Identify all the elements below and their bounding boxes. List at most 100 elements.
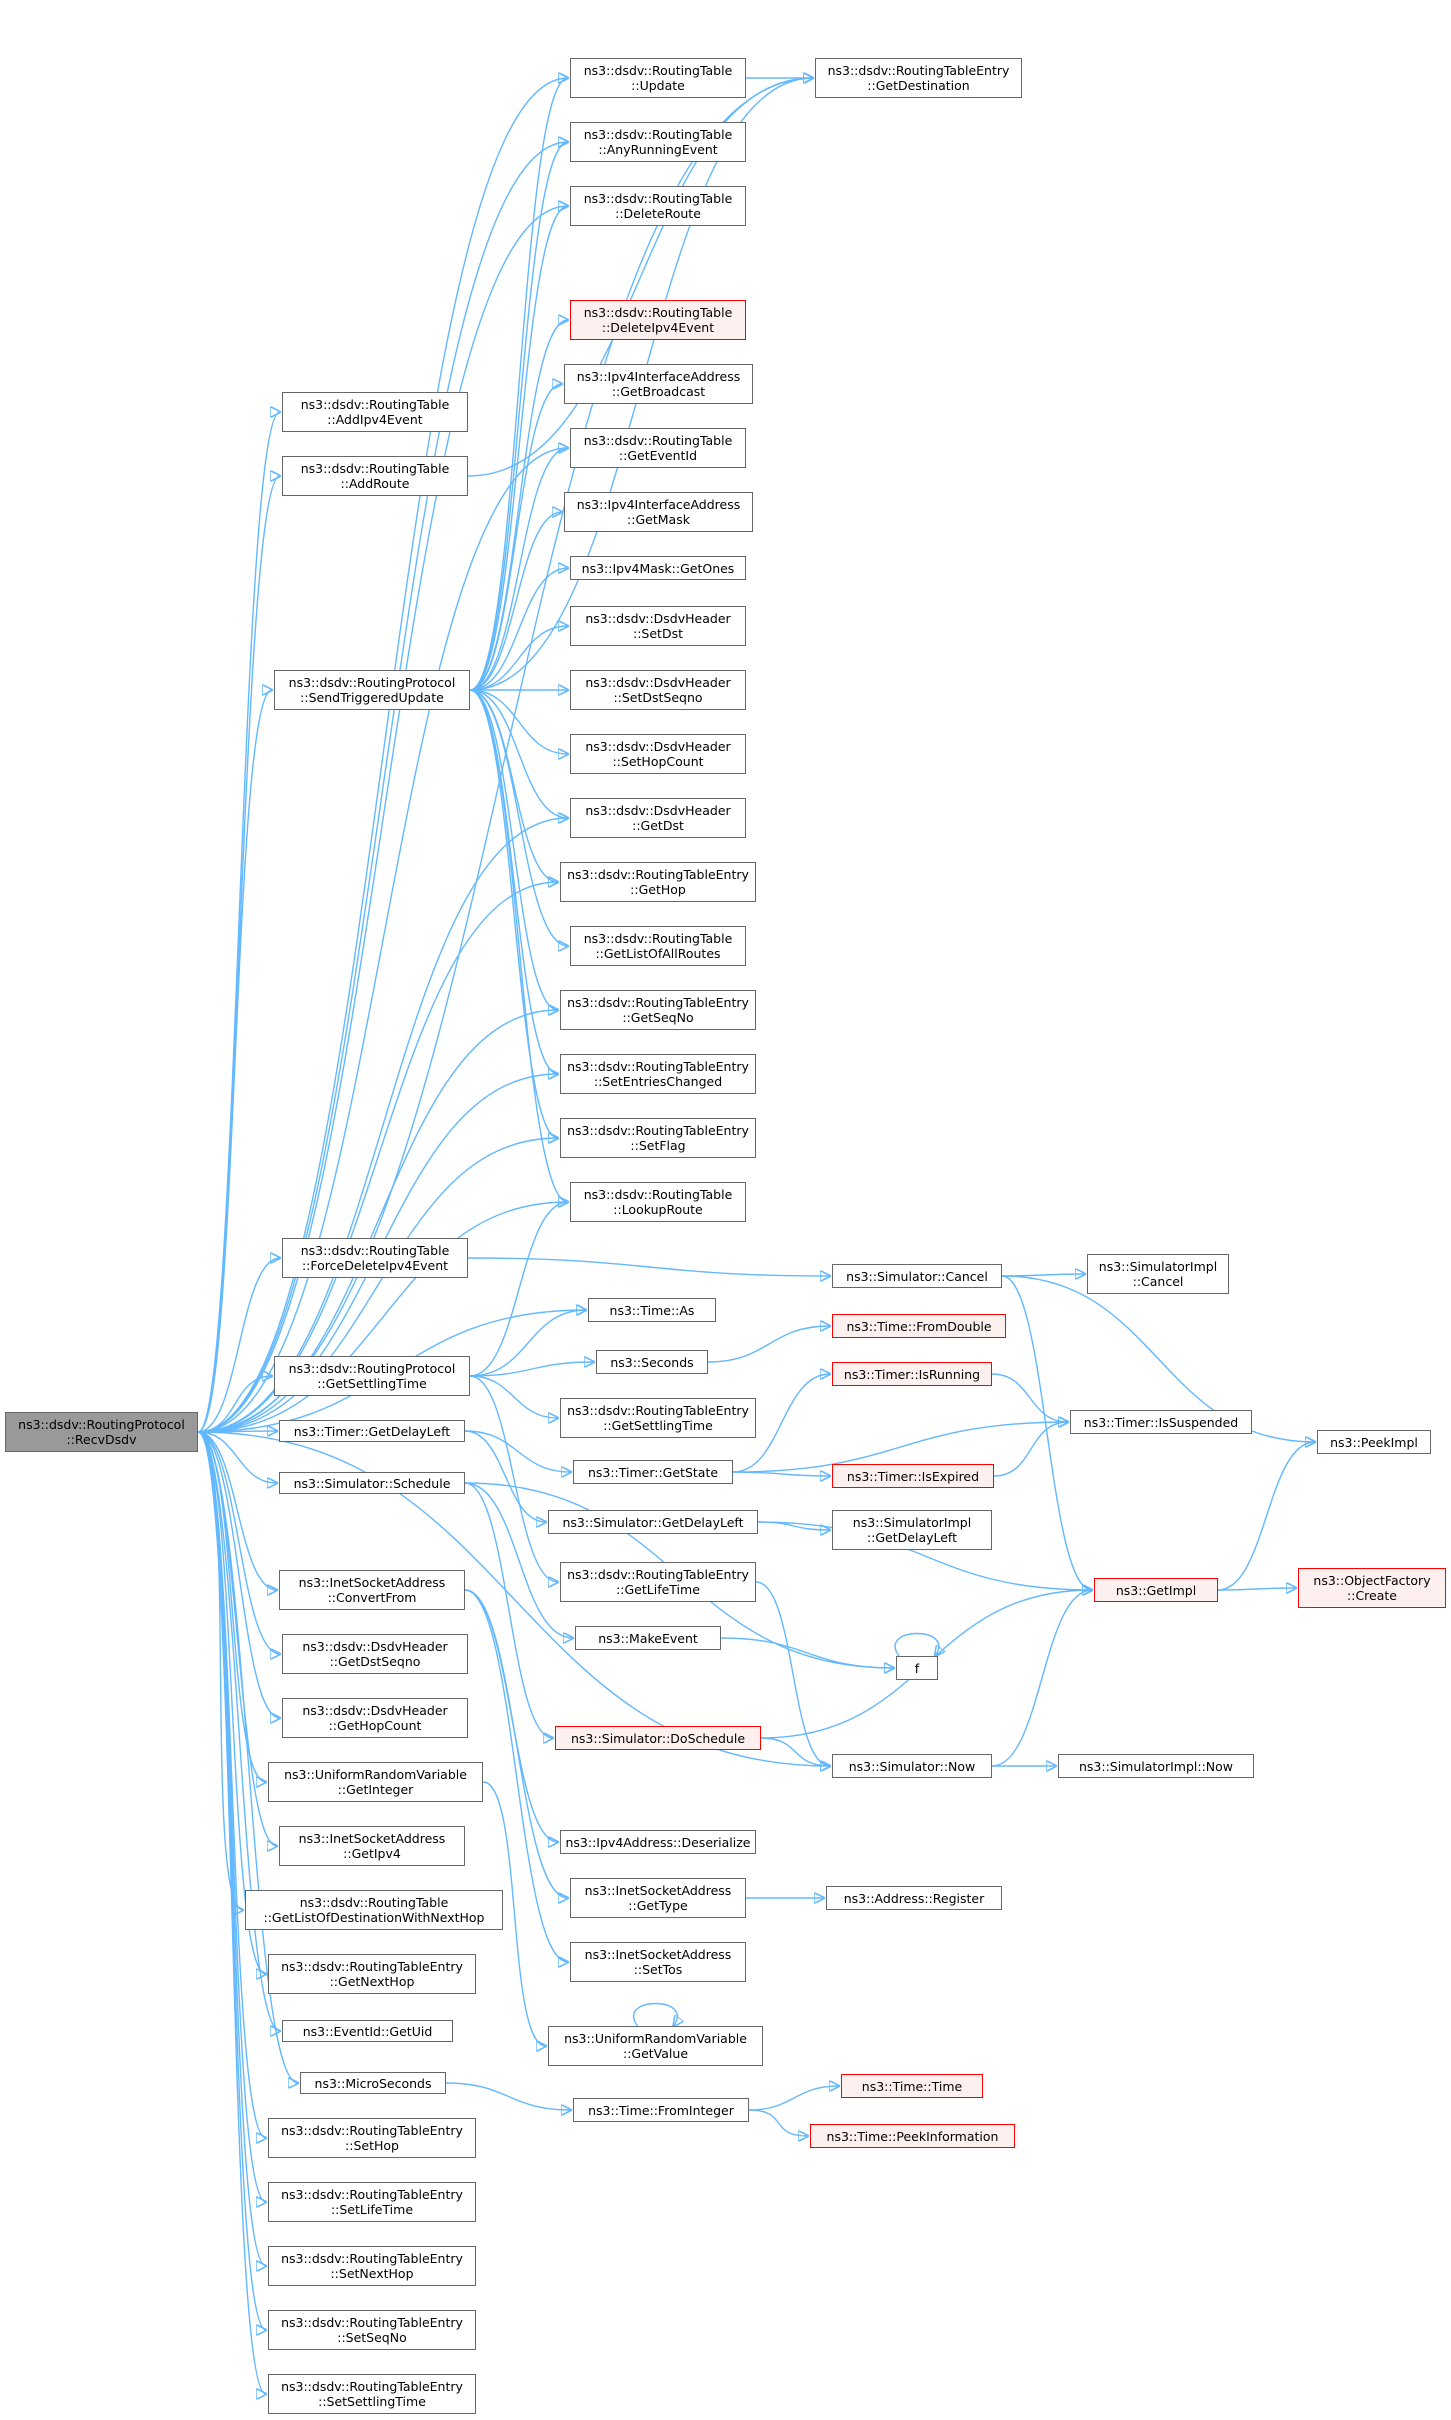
node-doschedule[interactable]: ns3::Simulator::DoSchedule	[555, 1726, 761, 1750]
node-simimpl_getdelay[interactable]: ns3::SimulatorImpl::GetDelayLeft	[832, 1510, 992, 1550]
node-label-line1: ns3::Timer::IsRunning	[843, 1366, 981, 1382]
node-getbroadcast[interactable]: ns3::Ipv4InterfaceAddress::GetBroadcast	[564, 364, 753, 404]
node-getdstseqno[interactable]: ns3::dsdv::DsdvHeader::GetDstSeqno	[282, 1634, 468, 1674]
node-label-line1: ns3::dsdv::RoutingProtocol	[288, 1361, 456, 1376]
node-setlifetime[interactable]: ns3::dsdv::RoutingTableEntry::SetLifeTim…	[268, 2182, 476, 2222]
node-fromdouble[interactable]: ns3::Time::FromDouble	[832, 1314, 1006, 1338]
node-geteventid[interactable]: ns3::dsdv::RoutingTable::GetEventId	[570, 428, 746, 468]
node-getmask[interactable]: ns3::Ipv4InterfaceAddress::GetMask	[564, 492, 753, 532]
node-label-line1: ns3::PeekImpl	[1330, 1434, 1418, 1450]
node-isa_settos[interactable]: ns3::InetSocketAddress::SetTos	[570, 1942, 746, 1982]
node-label-line1: ns3::dsdv::RoutingTable	[583, 63, 733, 78]
edge-root-to-setlifetime	[197, 1431, 266, 2202]
node-label-line1: ns3::Simulator::Cancel	[846, 1268, 988, 1284]
node-getseqno[interactable]: ns3::dsdv::RoutingTableEntry::GetSeqNo	[560, 990, 756, 1030]
edge-makeevent-to-f	[720, 1637, 894, 1668]
node-getdelayleft[interactable]: ns3::Timer::GetDelayLeft	[279, 1420, 465, 1442]
node-gethopcount[interactable]: ns3::dsdv::DsdvHeader::GetHopCount	[282, 1698, 468, 1738]
node-anyrunning[interactable]: ns3::dsdv::RoutingTable::AnyRunningEvent	[570, 122, 746, 162]
node-addroute[interactable]: ns3::dsdv::RoutingTable::AddRoute	[282, 456, 468, 496]
edge-timergetstate-to-isrunning	[732, 1374, 830, 1473]
node-rte_getdest[interactable]: ns3::dsdv::RoutingTableEntry::GetDestina…	[815, 58, 1022, 98]
node-simimpl_now[interactable]: ns3::SimulatorImpl::Now	[1058, 1754, 1254, 1778]
edge-fromint-to-peekinfo	[748, 2109, 808, 2136]
node-getlifetime[interactable]: ns3::dsdv::RoutingTableEntry::GetLifeTim…	[560, 1562, 756, 1602]
node-update[interactable]: ns3::dsdv::RoutingTable::Update	[570, 58, 746, 98]
node-lookuproute[interactable]: ns3::dsdv::RoutingTable::LookupRoute	[570, 1182, 746, 1222]
node-ipv4deserialize[interactable]: ns3::Ipv4Address::Deserialize	[560, 1830, 756, 1854]
node-rte_getsettling[interactable]: ns3::dsdv::RoutingTableEntry::GetSettlin…	[560, 1398, 756, 1438]
node-isa_gettype[interactable]: ns3::InetSocketAddress::GetType	[570, 1878, 746, 1918]
node-label-line1: ns3::dsdv::RoutingTable	[583, 433, 733, 448]
node-getdst[interactable]: ns3::dsdv::DsdvHeader::GetDst	[570, 798, 746, 838]
node-simimpl_cancel[interactable]: ns3::SimulatorImpl::Cancel	[1087, 1254, 1229, 1294]
node-setsettlingtime[interactable]: ns3::dsdv::RoutingTableEntry::SetSettlin…	[268, 2374, 476, 2414]
node-label-line1: ns3::Timer::IsSuspended	[1083, 1414, 1239, 1430]
node-label-line2: ::SetEntriesChanged	[593, 1074, 723, 1089]
node-addrregister[interactable]: ns3::Address::Register	[826, 1886, 1002, 1910]
edge-sendtriggered-to-getbroadcast	[469, 384, 562, 691]
node-isexpired[interactable]: ns3::Timer::IsExpired	[832, 1464, 994, 1488]
node-getsettlingtime[interactable]: ns3::dsdv::RoutingProtocol::GetSettlingT…	[274, 1356, 470, 1396]
node-urv_getvalue[interactable]: ns3::UniformRandomVariable::GetValue	[548, 2026, 763, 2066]
node-setdst[interactable]: ns3::dsdv::DsdvHeader::SetDst	[570, 606, 746, 646]
node-getlistofall[interactable]: ns3::dsdv::RoutingTable::GetListOfAllRou…	[570, 926, 746, 966]
node-getuid[interactable]: ns3::EventId::GetUid	[282, 2020, 453, 2042]
edge-root-to-update	[197, 78, 568, 1433]
node-setdstseqno[interactable]: ns3::dsdv::DsdvHeader::SetDstSeqno	[570, 670, 746, 710]
node-simnow[interactable]: ns3::Simulator::Now	[832, 1754, 992, 1778]
node-objfactory[interactable]: ns3::ObjectFactory::Create	[1298, 1568, 1446, 1608]
edge-isexpired-to-issuspended	[993, 1422, 1068, 1477]
node-label-line1: ns3::Timer::GetState	[587, 1464, 719, 1480]
node-simcancel[interactable]: ns3::Simulator::Cancel	[832, 1264, 1002, 1288]
node-deleteipv4event[interactable]: ns3::dsdv::RoutingTable::DeleteIpv4Event	[570, 300, 746, 340]
node-label-line2: ::GetLifeTime	[616, 1582, 700, 1597]
node-timetime[interactable]: ns3::Time::Time	[841, 2074, 983, 2098]
node-fromint[interactable]: ns3::Time::FromInteger	[573, 2098, 749, 2122]
node-getinteger[interactable]: ns3::UniformRandomVariable::GetInteger	[268, 1762, 483, 1802]
node-f[interactable]: f	[896, 1656, 938, 1680]
node-label-line2: ::GetBroadcast	[611, 384, 706, 399]
node-label-line2: ::DeleteIpv4Event	[601, 320, 715, 335]
node-getlistofdest[interactable]: ns3::dsdv::RoutingTable::GetListOfDestin…	[245, 1890, 503, 1930]
node-simgetdelayleft[interactable]: ns3::Simulator::GetDelayLeft	[548, 1510, 758, 1534]
node-makeevent[interactable]: ns3::MakeEvent	[575, 1626, 721, 1650]
node-label-line1: ns3::dsdv::RoutingTableEntry	[281, 2187, 463, 2202]
node-label-line2: ::GetSettlingTime	[317, 1376, 427, 1391]
node-setseqno[interactable]: ns3::dsdv::RoutingTableEntry::SetSeqNo	[268, 2310, 476, 2350]
node-microseconds[interactable]: ns3::MicroSeconds	[300, 2072, 446, 2094]
edge-f-to-f	[894, 1632, 939, 1657]
node-issuspended[interactable]: ns3::Timer::IsSuspended	[1070, 1410, 1252, 1434]
node-setentrieschanged[interactable]: ns3::dsdv::RoutingTableEntry::SetEntries…	[560, 1054, 756, 1094]
node-getimpl[interactable]: ns3::GetImpl	[1094, 1578, 1218, 1602]
node-getnexthop[interactable]: ns3::dsdv::RoutingTableEntry::GetNextHop	[268, 1954, 476, 1994]
node-setflag[interactable]: ns3::dsdv::RoutingTableEntry::SetFlag	[560, 1118, 756, 1158]
node-label-line1: ns3::Timer::IsExpired	[846, 1468, 980, 1484]
node-gethop[interactable]: ns3::dsdv::RoutingTableEntry::GetHop	[560, 862, 756, 902]
node-sethopcount[interactable]: ns3::dsdv::DsdvHeader::SetHopCount	[570, 734, 746, 774]
node-sethop[interactable]: ns3::dsdv::RoutingTableEntry::SetHop	[268, 2118, 476, 2158]
node-peekinfo[interactable]: ns3::Time::PeekInformation	[810, 2124, 1015, 2148]
node-deleteroute[interactable]: ns3::dsdv::RoutingTable::DeleteRoute	[570, 186, 746, 226]
node-timergetstate[interactable]: ns3::Timer::GetState	[573, 1460, 733, 1484]
node-seconds[interactable]: ns3::Seconds	[596, 1350, 708, 1374]
node-convertfrom[interactable]: ns3::InetSocketAddress::ConvertFrom	[279, 1570, 465, 1610]
node-label-line1: ns3::SimulatorImpl	[1098, 1259, 1218, 1274]
edge-simcancel-to-getimpl	[1001, 1275, 1092, 1590]
node-isrunning[interactable]: ns3::Timer::IsRunning	[832, 1362, 992, 1386]
node-addipv4event[interactable]: ns3::dsdv::RoutingTable::AddIpv4Event	[282, 392, 468, 432]
node-getones[interactable]: ns3::Ipv4Mask::GetOnes	[570, 556, 746, 580]
node-getipv4[interactable]: ns3::InetSocketAddress::GetIpv4	[279, 1826, 465, 1866]
edge-simgetdelayleft-to-getimpl	[757, 1521, 1092, 1590]
node-label-line1: ns3::MakeEvent	[598, 1630, 698, 1646]
node-timeas[interactable]: ns3::Time::As	[588, 1298, 716, 1322]
node-forcedelete[interactable]: ns3::dsdv::RoutingTable::ForceDeleteIpv4…	[282, 1238, 468, 1278]
node-label-line1: ns3::dsdv::RoutingTable	[583, 127, 733, 142]
node-setnexthop[interactable]: ns3::dsdv::RoutingTableEntry::SetNextHop	[268, 2246, 476, 2286]
node-schedule[interactable]: ns3::Simulator::Schedule	[279, 1472, 465, 1494]
edge-root-to-convertfrom	[197, 1431, 277, 1590]
node-sendtriggered[interactable]: ns3::dsdv::RoutingProtocol::SendTriggere…	[274, 670, 470, 710]
node-peekimpl[interactable]: ns3::PeekImpl	[1317, 1430, 1431, 1454]
